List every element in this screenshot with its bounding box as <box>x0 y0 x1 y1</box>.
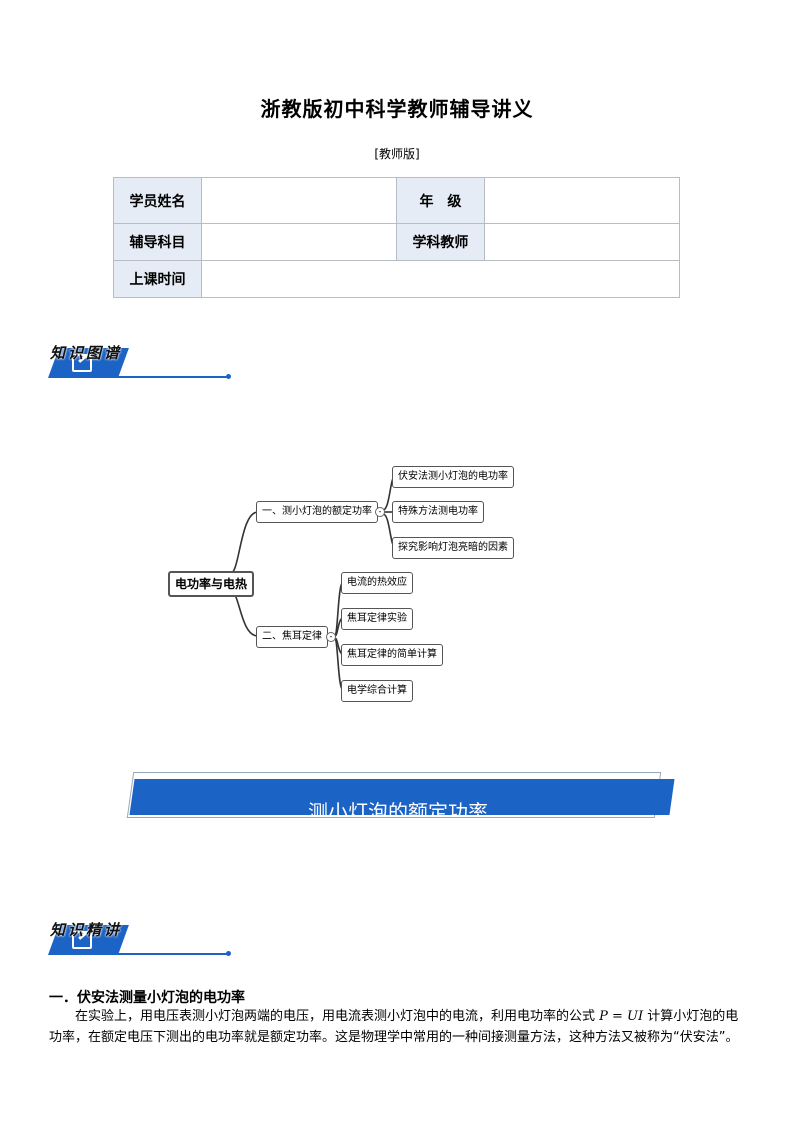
teacher-label: 学科教师 <box>395 223 485 261</box>
class-time-value <box>200 260 681 298</box>
mindmap-leaf[interactable]: 电流的热效应 <box>341 572 413 594</box>
header-underline <box>50 376 228 378</box>
collapse-toggle-branch-1[interactable]: - <box>375 507 385 517</box>
edition-label: [教师版] <box>374 147 420 161</box>
student-name-value <box>200 177 397 224</box>
student-name-label: 学员姓名 <box>113 177 202 224</box>
knowledge-map-label: 知识图谱 <box>50 344 123 362</box>
header-underline <box>50 953 228 955</box>
mindmap-leaf[interactable]: 伏安法测小灯泡的电功率 <box>392 466 514 488</box>
subject-label: 辅导科目 <box>113 223 202 261</box>
section-1-body: 在实验上，用电压表测小灯泡两端的电压，用电流表测小灯泡中的电流，利用电功率的公式… <box>49 1006 749 1048</box>
mindmap-leaf[interactable]: 电学综合计算 <box>341 680 413 702</box>
mindmap-leaf[interactable]: 焦耳定律实验 <box>341 608 413 630</box>
body-text-a: 在实验上，用电压表测小灯泡两端的电压，用电流表测小灯泡中的电流，利用电功率的公式 <box>75 1009 596 1024</box>
mindmap-leaf[interactable]: 特殊方法测电功率 <box>392 501 484 523</box>
student-info-table: 学员姓名 年 级 辅导科目 学科教师 上课时间 <box>113 177 681 298</box>
mindmap-branch-1[interactable]: 一、测小灯泡的额定功率 <box>256 501 378 523</box>
knowledge-explain-label: 知识精讲 <box>50 921 123 939</box>
mindmap-leaf[interactable]: 探究影响灯泡亮暗的因素 <box>392 537 514 559</box>
document-title: 浙教版初中科学教师辅导讲义 <box>260 97 534 121</box>
knowledge-map-header: 知识图谱 <box>48 344 238 388</box>
header-dot <box>226 951 231 956</box>
knowledge-explain-header: 知识精讲 <box>48 921 238 965</box>
banner-title: 测小灯泡的额定功率 <box>308 800 488 816</box>
section-1-title: 一．伏安法测量小灯泡的电功率 <box>49 990 245 1006</box>
grade-value <box>483 177 681 224</box>
teacher-value <box>483 223 681 261</box>
mindmap-branch-2[interactable]: 二、焦耳定律 <box>256 626 328 648</box>
edit-icon <box>72 354 92 372</box>
collapse-toggle-branch-2[interactable]: - <box>326 632 336 642</box>
mindmap-leaf[interactable]: 焦耳定律的简单计算 <box>341 644 443 666</box>
header-dot <box>226 374 231 379</box>
section-banner: 测小灯泡的额定功率 <box>124 772 675 822</box>
body-text-b: 计算小灯泡的电功率，在额定电压下测出的电功率就是额定功率。这是物理学中常用的一种… <box>49 1009 739 1045</box>
power-formula: P = UI <box>599 1009 644 1024</box>
mindmap-root[interactable]: 电功率与电热 <box>168 571 255 597</box>
class-time-label: 上课时间 <box>113 260 202 298</box>
edit-icon <box>72 931 92 949</box>
